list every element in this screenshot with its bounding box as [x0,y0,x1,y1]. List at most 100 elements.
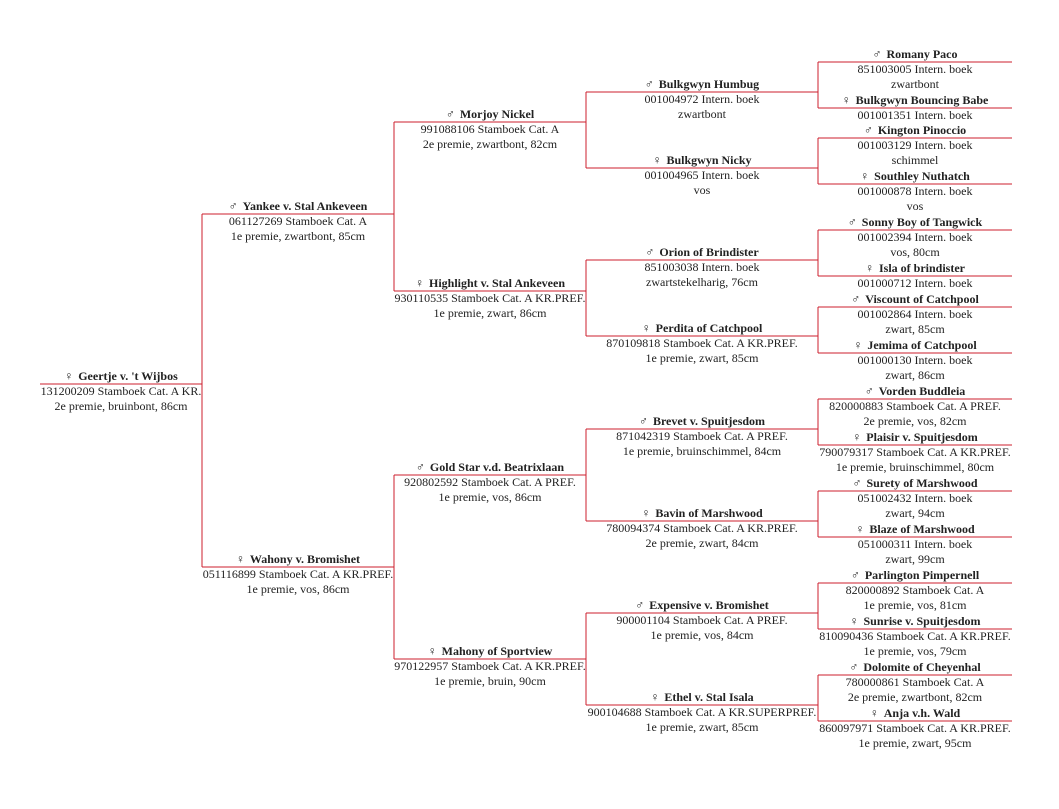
horse-name: ♂Orion of Brindister [586,245,818,260]
horse-name-text: Orion of Brindister [659,245,759,259]
horse-registration: 051116899 Stamboek Cat. A KR.PREF. [202,567,394,581]
female-icon: ♀ [650,690,660,704]
horse-registration: 001000878 Intern. boek [857,184,973,198]
horse-registration: 860097971 Stamboek Cat. A KR.PREF. [819,721,1011,735]
horse-details: zwart, 85cm [885,322,945,336]
horse-registration: 870109818 Stamboek Cat. A KR.PREF. [606,336,798,350]
horse-name-text: Bulkgwyn Bouncing Babe [855,93,989,107]
horse-name: ♀Bulkgwyn Nicky [586,153,818,168]
horse-registration: 001004965 Intern. boek [644,168,760,182]
horse-registration: 920802592 Stamboek Cat. A PREF. [404,475,576,489]
horse-name: ♂Dolomite of Cheyenhal [818,660,1012,675]
horse-registration: 780094374 Stamboek Cat. A KR.PREF. [606,521,798,535]
female-icon: ♀ [841,93,851,107]
horse-name: ♀Southley Nuthatch [818,169,1012,184]
horse-name: ♂Vorden Buddleia [818,384,1012,399]
horse-name-text: Morjoy Nickel [459,107,535,121]
horse-name-text: Viscount of Catchpool [865,292,979,306]
horse-name-text: Mahony of Sportview [441,644,553,658]
horse-name-text: Gold Star v.d. Beatrixlaan [429,460,565,474]
male-icon: ♂ [415,460,425,474]
horse-name: ♀Blaze of Marshwood [818,522,1012,537]
female-icon: ♀ [414,276,424,290]
horse-name: ♂ Gold Star v.d. Beatrixlaan [394,460,586,475]
horse-name: ♀Isla of brindister [818,261,1012,276]
horse-name-text: Romany Paco [886,47,958,61]
horse-name: ♀ Bulkgwyn Bouncing Babe [818,93,1012,108]
horse-details: 1e premie, zwart, 95cm [858,736,972,750]
horse-details: 2e premie, vos, 82cm [863,414,967,428]
horse-details: vos, 80cm [890,245,940,259]
horse-name-text: Geertje v. 't Wijbos [78,369,178,383]
horse-name-text: Isla of brindister [878,261,965,275]
horse-details: zwart, 94cm [885,506,945,520]
horse-details: zwart, 99cm [885,552,945,566]
horse-name: ♂Parlington Pimpernell [818,568,1012,583]
horse-registration: 051002432 Intern. boek [857,491,973,505]
horse-name-text: Expensive v. Bromishet [649,598,769,612]
horse-name: ♀Highlight v. Stal Ankeveen [394,276,586,291]
horse-name: ♀Sunrise v. Spuitjesdom [818,614,1012,629]
horse-name: ♂ Viscount of Catchpool [818,292,1012,307]
horse-details: vos [693,183,711,197]
horse-name-text: Brevet v. Spuitjesdom [652,414,766,428]
horse-details: 1e premie, vos, 86cm [246,582,350,596]
horse-name-text: Yankee v. Stal Ankeveen [242,199,368,213]
female-icon: ♀ [855,522,865,536]
horse-name: ♀Jemima of Catchpool [818,338,1012,353]
male-icon: ♂ [635,598,645,612]
male-icon: ♂ [872,47,882,61]
horse-name: ♂Surety of Marshwood [818,476,1012,491]
horse-details: 1e premie, vos, 81cm [863,598,967,612]
horse-details: zwartbont [891,77,939,91]
horse-name-text: Ethel v. Stal Isala [664,690,754,704]
horse-details: 1e premie, vos, 84cm [650,628,754,642]
horse-details: 2e premie, zwart, 84cm [645,536,759,550]
horse-name-text: Sonny Boy of Tangwick [861,215,983,229]
horse-details: 1e premie, zwart, 85cm [645,351,759,365]
horse-registration: 001000130 Intern. boek [857,353,973,367]
horse-name-text: Wahony v. Bromishet [249,552,361,566]
horse-details: 1e premie, bruinschimmel, 80cm [835,460,995,474]
male-icon: ♂ [864,384,874,398]
horse-details: zwartbont [678,107,726,121]
horse-registration: 810090436 Stamboek Cat. A KR.PREF. [819,629,1011,643]
horse-details: 1e premie, zwart, 85cm [645,720,759,734]
horse-name: ♀Plaisir v. Spuitjesdom [818,430,1012,445]
male-icon: ♂ [851,292,861,306]
horse-registration: 001000712 Intern. boek [857,276,973,290]
male-icon: ♂ [850,568,860,582]
female-icon: ♀ [860,169,870,183]
male-icon: ♂ [638,414,648,428]
horse-name: ♂Kington Pinoccio [818,123,1012,138]
horse-name-text: Kington Pinoccio [877,123,967,137]
male-icon: ♂ [228,199,238,213]
horse-registration: 930110535 Stamboek Cat. A KR.PREF. [394,291,586,305]
horse-name: ♀Perdita of Catchpool [586,321,818,336]
horse-registration: 900001104 Stamboek Cat. A PREF. [616,613,788,627]
horse-registration: 131200209 Stamboek Cat. A KR. [40,384,202,398]
horse-registration: 820000883 Stamboek Cat. A PREF. [829,399,1001,413]
horse-details: 1e premie, bruin, 90cm [434,674,546,688]
male-icon: ♂ [445,107,455,121]
horse-name-text: Bulkgwyn Nicky [666,153,752,167]
